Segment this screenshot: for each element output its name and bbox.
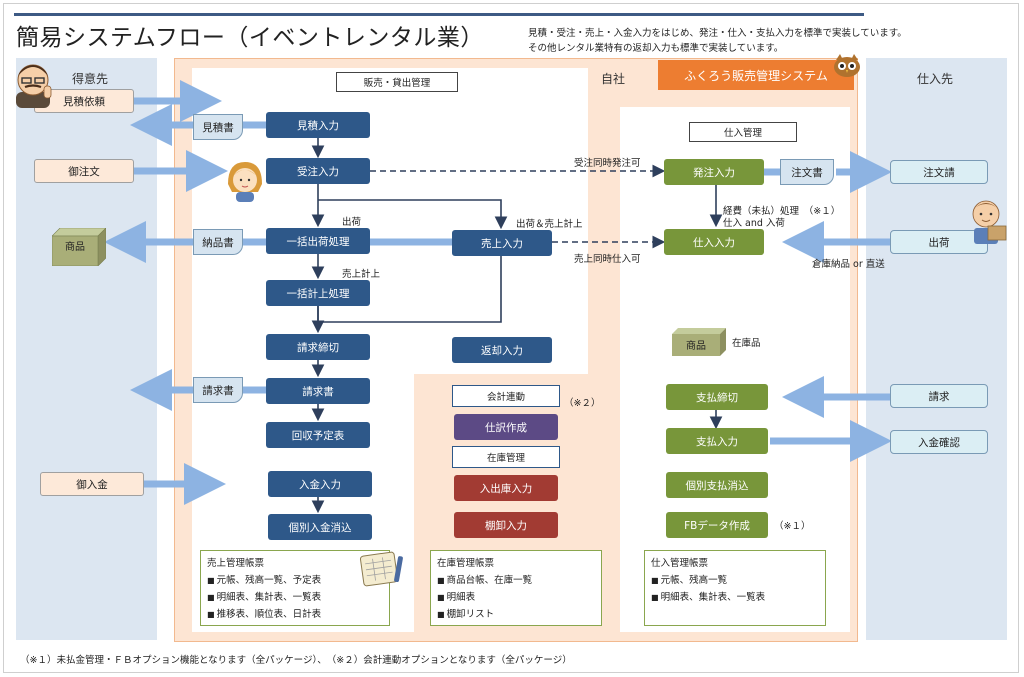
sales-section-header: 販売・貸出管理 bbox=[336, 72, 458, 92]
stock-in-out-box: 入出庫入力 bbox=[454, 475, 558, 501]
purchase-panel bbox=[620, 107, 850, 632]
purchase-input-box: 仕入入力 bbox=[664, 229, 764, 255]
delivery-man-icon bbox=[966, 198, 1008, 244]
goods-box-icon bbox=[51, 227, 107, 267]
supplier-shipment-box: 出荷 bbox=[890, 230, 988, 254]
purchase-ledger-box: 仕入管理帳票 元帳、残高一覧 明細表、集計表、一覧表 bbox=[644, 550, 826, 626]
page-title: 簡易システムフロー（イベントレンタル業） bbox=[16, 25, 484, 51]
in-stock-label: 在庫品 bbox=[732, 338, 761, 349]
inventory-ledger-item: 商品台帳、在庫一覧 bbox=[437, 572, 595, 589]
estimate-input-box: 見積入力 bbox=[266, 112, 370, 138]
bulk-recording-box: 一括計上処理 bbox=[266, 280, 370, 306]
sales-panel-upper bbox=[192, 68, 588, 374]
purchase-ledger-item: 元帳、残高一覧 bbox=[651, 572, 819, 589]
purchase-ledger-item: 明細表、集計表、一覧表 bbox=[651, 589, 819, 606]
stock-goods-label: 商品 bbox=[686, 341, 706, 352]
inventory-management-header: 在庫管理 bbox=[452, 446, 560, 468]
note1-label: （※１） bbox=[774, 521, 811, 532]
supplier-billing-box: 請求 bbox=[890, 384, 988, 408]
journal-creation-box: 仕訳作成 bbox=[454, 414, 558, 440]
inventory-ledger-title: 在庫管理帳票 bbox=[437, 558, 495, 569]
customer-order-box: 御注文 bbox=[34, 159, 134, 183]
footnote: （※１）未払金管理・ＦＢオプション機能となります（全パッケージ）、 （※２）会計… bbox=[20, 655, 572, 666]
clipboard-icon bbox=[358, 548, 406, 588]
individual-clearing-box: 個別入金消込 bbox=[268, 514, 372, 540]
sales-ledger-item: 元帳、残高一覧、予定表 bbox=[207, 572, 383, 589]
collection-schedule-box: 回収予定表 bbox=[266, 422, 370, 448]
sales-ledger-box: 売上管理帳票 元帳、残高一覧、予定表 明細表、集計表、一覧表 推移表、順位表、日… bbox=[200, 550, 390, 626]
system-brand-banner: ふくろう販売管理システム bbox=[658, 60, 854, 90]
order-acceptance-box: 注文請 bbox=[890, 160, 988, 184]
purchase-ledger-title: 仕入管理帳票 bbox=[651, 558, 709, 569]
order-input-box: 受注入力 bbox=[266, 158, 370, 184]
accounting-linkage-header: 会計連動 bbox=[452, 385, 560, 407]
fb-data-creation-box: FBデータ作成 bbox=[666, 512, 768, 538]
ship-and-sales-label: 出荷＆売上計上 bbox=[516, 219, 583, 230]
title-underline bbox=[14, 13, 864, 16]
woman-staff-icon bbox=[224, 158, 266, 202]
company-column-header: 自社 bbox=[600, 72, 625, 86]
payment-input-box: 入金入力 bbox=[268, 471, 372, 497]
estimate-document: 見積書 bbox=[193, 114, 243, 140]
payment-close-box: 支払締切 bbox=[666, 384, 768, 410]
delivery-note-document: 納品書 bbox=[193, 229, 243, 255]
inventory-ledger-item: 明細表 bbox=[437, 589, 595, 606]
owl-icon bbox=[832, 52, 862, 78]
invoice-box: 請求書 bbox=[266, 378, 370, 404]
sales-ledger-item: 明細表、集計表、一覧表 bbox=[207, 589, 383, 606]
description-line-1: 見積・受注・売上・入金入力をはじめ、発注・仕入・支払入力を標準で実装しています。 bbox=[528, 28, 907, 39]
sales-recording-label: 売上計上 bbox=[342, 269, 381, 280]
expense-processing-label: 経費（未払）処理 （※１） bbox=[723, 206, 841, 217]
customer-goods-label: 商品 bbox=[65, 242, 85, 253]
page-frame bbox=[3, 3, 1019, 673]
supplier-column-header: 仕入先 bbox=[916, 72, 953, 86]
stocktaking-box: 棚卸入力 bbox=[454, 512, 558, 538]
sales-ledger-item: 推移表、順位表、日計表 bbox=[207, 606, 383, 623]
customer-column-header: 得意先 bbox=[71, 72, 108, 86]
inventory-ledger-box: 在庫管理帳票 商品台帳、在庫一覧 明細表 棚卸リスト bbox=[430, 550, 602, 626]
businessman-icon bbox=[8, 56, 58, 108]
sales-ledger-title: 売上管理帳票 bbox=[207, 558, 265, 569]
customer-column bbox=[16, 58, 157, 640]
customer-payment-box: 御入金 bbox=[40, 472, 144, 496]
sales-simultaneous-label: 売上同時仕入可 bbox=[574, 254, 641, 265]
description-line-2: その他レンタル業特有の返却入力も標準で実装しています。 bbox=[528, 43, 784, 54]
shipping-label: 出荷 bbox=[342, 217, 362, 228]
sales-input-box: 売上入力 bbox=[452, 230, 552, 256]
purchase-order-input-box: 発注入力 bbox=[664, 159, 764, 185]
inventory-ledger-item: 棚卸リスト bbox=[437, 606, 595, 623]
order-simultaneous-label: 受注同時発注可 bbox=[574, 158, 641, 169]
invoice-document: 請求書 bbox=[193, 377, 243, 403]
purchase-and-receiving-label: 仕入 and 入荷 bbox=[723, 218, 785, 229]
purchase-order-document: 注文書 bbox=[780, 159, 834, 185]
purchase-section-header: 仕入管理 bbox=[689, 122, 797, 142]
supplier-payment-input-box: 支払入力 bbox=[666, 428, 768, 454]
individual-payment-clearing-box: 個別支払消込 bbox=[666, 472, 768, 498]
brand-label: ふくろう販売管理システム bbox=[684, 68, 828, 83]
warehouse-or-direct-label: 倉庫納品 or 直送 bbox=[812, 259, 885, 270]
return-input-box: 返却入力 bbox=[452, 337, 552, 363]
bulk-shipping-box: 一括出荷処理 bbox=[266, 228, 370, 254]
note2-label: （※２） bbox=[564, 398, 601, 409]
stock-goods-icon bbox=[672, 328, 726, 356]
billing-close-box: 請求締切 bbox=[266, 334, 370, 360]
payment-confirmation-box: 入金確認 bbox=[890, 430, 988, 454]
